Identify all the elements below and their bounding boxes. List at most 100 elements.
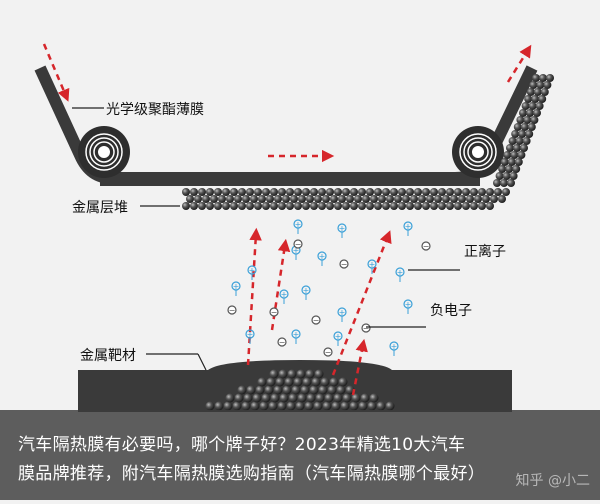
metal-particle: [330, 195, 338, 203]
target-particle: [345, 385, 355, 395]
metal-particle: [514, 158, 523, 166]
metal-particle: [374, 188, 382, 196]
svg-text:−: −: [313, 316, 320, 325]
target-particle: [237, 385, 247, 395]
metal-particle: [507, 158, 516, 166]
metal-particle: [222, 188, 230, 196]
svg-text:+: +: [369, 260, 376, 269]
metal-particle: [342, 188, 350, 196]
target-particle: [284, 377, 294, 387]
metal-particle: [474, 195, 482, 203]
target-particle: [273, 385, 283, 395]
metal-particle: [206, 188, 214, 196]
metal-particle: [278, 188, 286, 196]
positive-ion: +: [293, 219, 303, 234]
target-particle: [266, 377, 276, 387]
metal-particle: [382, 188, 390, 196]
metal-particle: [410, 195, 418, 203]
metal-particle: [322, 195, 330, 203]
metal-particle: [500, 158, 509, 166]
target-particle: [246, 385, 256, 395]
metal-particle: [350, 202, 358, 210]
metal-particle: [386, 195, 394, 203]
metal-layer-stack-right: [493, 74, 554, 187]
metal-particle: [294, 202, 302, 210]
metal-particle: [507, 179, 515, 187]
metal-particle: [246, 202, 254, 210]
metal-particle: [446, 188, 454, 196]
target-particle: [293, 377, 303, 387]
svg-text:−: −: [325, 348, 332, 357]
plasma-particles: +++++++++++++++++−−−−−−−−−: [227, 219, 431, 357]
target-particle: [340, 401, 350, 411]
target-particle: [376, 401, 386, 411]
metal-particle: [222, 202, 230, 210]
target-particle: [282, 385, 292, 395]
target-particle: [268, 401, 278, 411]
metal-particle: [190, 188, 198, 196]
target-particle: [314, 369, 324, 379]
metal-particle: [486, 188, 494, 196]
target-particle: [275, 377, 285, 387]
metal-particle: [182, 202, 190, 210]
metal-particle: [543, 81, 552, 89]
metal-particle: [526, 109, 534, 117]
metal-particle: [318, 188, 326, 196]
svg-text:−: −: [363, 324, 370, 333]
metal-particle: [532, 74, 540, 82]
svg-text:−: −: [271, 308, 278, 317]
metal-particle: [398, 188, 406, 196]
target-particle: [385, 401, 395, 411]
target-particle: [261, 393, 271, 403]
metal-particle: [519, 109, 527, 117]
metal-particle: [358, 188, 366, 196]
positive-ion: +: [301, 285, 311, 300]
metal-particle: [515, 137, 524, 145]
film-bottom-strip: [100, 176, 480, 186]
svg-text:−: −: [229, 306, 236, 315]
target-particle: [306, 393, 316, 403]
metal-particle: [422, 202, 430, 210]
target-particle: [234, 393, 244, 403]
target-particle: [309, 385, 319, 395]
metal-particle: [314, 195, 322, 203]
target-particle: [278, 369, 288, 379]
metal-particle: [270, 202, 278, 210]
metal-particle: [450, 195, 458, 203]
caption-line-1: 汽车隔热膜有必要吗，哪个牌子好？2023年精选10大汽车: [18, 435, 466, 455]
metal-particle: [508, 137, 517, 145]
metal-particle: [526, 88, 535, 96]
metal-particle: [406, 188, 414, 196]
metal-particle: [218, 195, 226, 203]
electron: −: [339, 259, 349, 269]
metal-particle: [533, 109, 541, 117]
metal-particle: [334, 202, 342, 210]
metal-particle: [430, 188, 438, 196]
metal-particle: [202, 195, 210, 203]
metal-particle: [310, 202, 318, 210]
target-particle: [277, 401, 287, 411]
svg-text:+: +: [397, 268, 404, 277]
metal-particle: [214, 188, 222, 196]
metal-particle: [254, 188, 262, 196]
metal-particle: [238, 202, 246, 210]
positive-ion: +: [367, 259, 377, 274]
target-particle: [333, 393, 343, 403]
metal-particle: [529, 81, 538, 89]
metal-particle: [530, 116, 539, 124]
metal-particle: [286, 202, 294, 210]
metal-particle: [512, 165, 521, 173]
metal-particle: [517, 151, 526, 159]
positive-ion: +: [337, 307, 347, 322]
left-roller: [78, 126, 130, 178]
svg-text:+: +: [335, 332, 342, 341]
metal-particle: [398, 202, 406, 210]
positive-ion: +: [279, 289, 289, 304]
metal-particle: [426, 195, 434, 203]
target-particle: [295, 401, 305, 411]
svg-text:−: −: [341, 260, 348, 269]
target-particle: [279, 393, 289, 403]
metal-particle: [366, 202, 374, 210]
target-particle: [223, 401, 233, 411]
metal-particle: [511, 130, 520, 138]
